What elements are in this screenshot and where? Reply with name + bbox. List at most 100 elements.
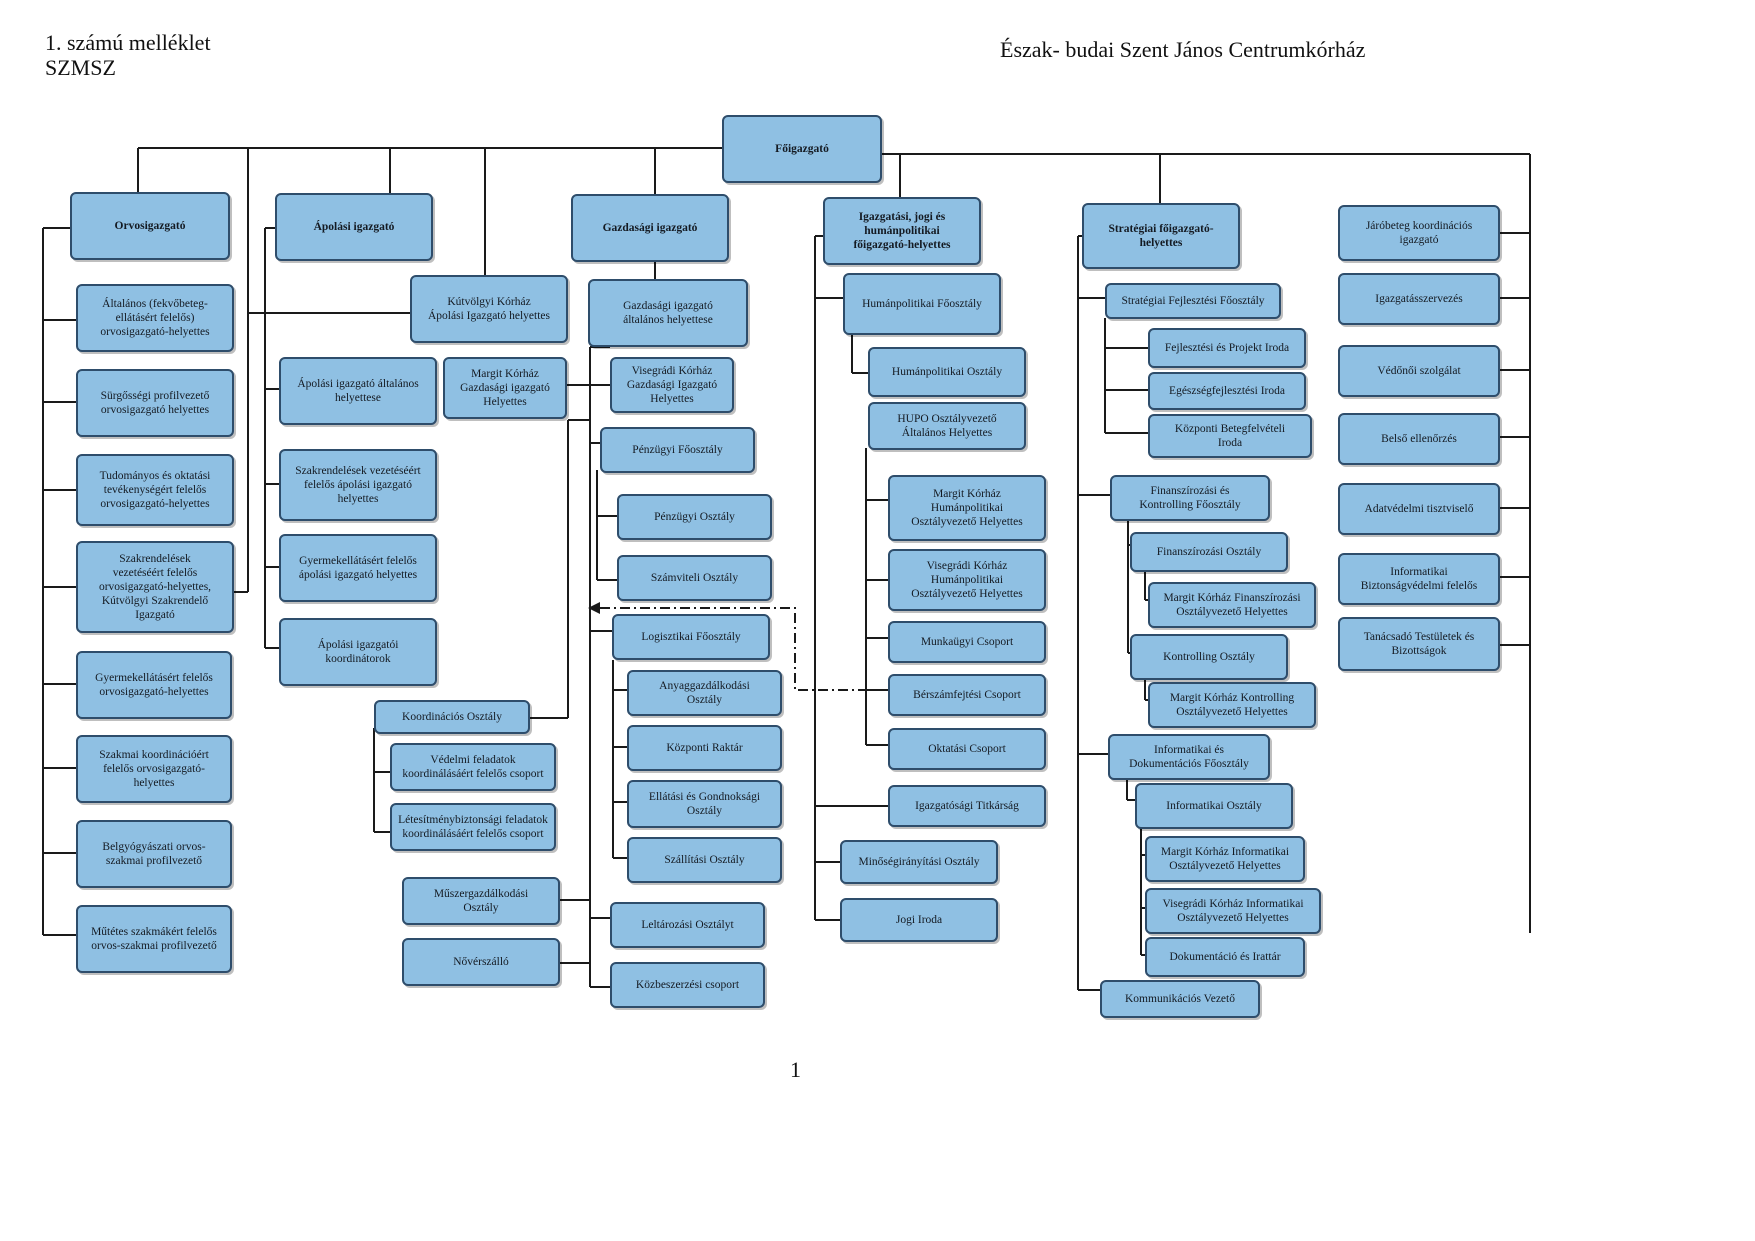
box-muszergazdalkodasi: Műszergazdálkodási Osztály <box>402 877 560 925</box>
box-letesitmenybiztonsagi: Létesítménybiztonsági feladatok koordiná… <box>390 803 556 851</box>
box-minosegiranyitasi: Minőségirányítási Osztály <box>840 840 998 884</box>
box-anyaggazdalkodasi: Anyaggazdálkodási Osztály <box>627 670 782 716</box>
box-col6-item-5-label: Informatikai Biztonságvédelmi felelős <box>1360 566 1478 592</box>
box-col6-item-1-label: Igazgatásszervezés <box>1375 293 1463 305</box>
box-col1-item-6-label: Belgyógyászati orvos- szakmai profilveze… <box>102 841 206 867</box>
box-margit-humanpolitikai-label: Margit Kórház Humánpolitikai Osztályveze… <box>911 488 1023 528</box>
box-gazdasagi-igazgato: Gazdasági igazgató <box>571 194 729 262</box>
box-muszergazdalkodasi-label: Műszergazdálkodási Osztály <box>433 888 529 914</box>
box-col6-item-6: Tanácsadó Testületek és Bizottságok <box>1338 617 1500 671</box>
box-koordinacios-osztaly: Koordinációs Osztály <box>374 700 530 734</box>
box-gazdasagi-igazgato-label: Gazdasági igazgató <box>602 222 698 234</box>
box-col2-item-0: Ápolási igazgató általános helyettese <box>279 357 437 425</box>
box-kozponti-raktar: Központi Raktár <box>627 725 782 771</box>
box-dokumentacio-irattar-label: Dokumentáció és Irattár <box>1169 951 1281 963</box>
box-orvosigazgato-label: Orvosigazgató <box>114 220 186 232</box>
box-col1-item-5-label: Szakmai koordinációért felelős orvosigaz… <box>99 749 209 789</box>
annex-label: 1. számú melléklet <box>45 30 211 55</box>
box-col1-item-5: Szakmai koordinációért felelős orvosigaz… <box>76 735 232 803</box>
box-strategiai-foigazgato-label: Stratégiai főigazgató- helyettes <box>1108 223 1214 249</box>
box-col6-item-4: Adatvédelmi tisztviselő <box>1338 483 1500 535</box>
box-noverszallo: Nővérszálló <box>402 938 560 986</box>
box-kontrolling-osztaly: Kontrolling Osztály <box>1130 634 1288 680</box>
box-hupo-helyettes: HUPO Osztályvezető Általános Helyettes <box>868 402 1026 450</box>
box-penzugyi-foosztaly-label: Pénzügyi Főosztály <box>632 444 723 456</box>
box-kontrolling-osztaly-label: Kontrolling Osztály <box>1163 651 1255 663</box>
box-noverszallo-label: Nővérszálló <box>453 956 509 968</box>
box-col6-item-3-label: Belső ellenőrzés <box>1381 433 1457 445</box>
box-fejlesztesi-projekt: Fejlesztési és Projekt Iroda <box>1148 328 1306 368</box>
box-col6-item-2-label: Védőnői szolgálat <box>1377 365 1461 377</box>
box-munkaugyi-csoport-label: Munkaügyi Csoport <box>920 636 1014 648</box>
box-col1-item-0: Általános (fekvőbeteg- ellátásért felelő… <box>76 284 234 352</box>
box-gazdasagi-altalanos: Gazdasági igazgató általános helyettese <box>588 279 748 347</box>
box-humanpolitikai-foosztaly-label: Humánpolitikai Főosztály <box>862 298 982 310</box>
box-kozponti-betegfelveteli: Központi Betegfelvételi Iroda <box>1148 414 1312 458</box>
box-kommunikacios-vezeto: Kommunikációs Vezető <box>1100 980 1260 1018</box>
box-strategiai-fejlesztesi-label: Stratégiai Fejlesztési Főosztály <box>1121 295 1265 307</box>
box-margit-gazdasagi-label: Margit Kórház Gazdasági igazgató Helyett… <box>460 368 550 408</box>
box-humanpolitikai-osztaly: Humánpolitikai Osztály <box>868 347 1026 397</box>
box-col2-item-1: Szakrendelések vezetéséért felelős ápolá… <box>279 449 437 521</box>
box-col1-item-1-label: Sürgősségi profilvezető orvosigazgató he… <box>100 390 210 416</box>
box-col1-item-4: Gyermekellátásért felelős orvosigazgató-… <box>76 651 232 719</box>
box-col1-item-2: Tudományos és oktatási tevékenységért fe… <box>76 454 234 526</box>
box-col1-item-7: Műtétes szakmákért felelős orvos-szakmai… <box>76 905 232 973</box>
box-hupo-helyettes-label: HUPO Osztályvezető Általános Helyettes <box>897 413 997 439</box>
box-apolasi-igazgato: Ápolási igazgató <box>275 193 433 261</box>
box-informatikai-osztaly: Informatikai Osztály <box>1135 783 1293 829</box>
box-kozponti-raktar-label: Központi Raktár <box>666 742 743 754</box>
box-humanpolitikai-osztaly-label: Humánpolitikai Osztály <box>891 366 1003 378</box>
box-foigazgato-label: Főigazgató <box>775 143 829 155</box>
box-finanszirozasi-fo-label: Finanszírozási és Kontrolling Főosztály <box>1139 485 1241 511</box>
box-igazgatasi-jogi: Igazgatási, jogi és humánpolitikai főiga… <box>823 197 981 265</box>
box-col2-item-1-label: Szakrendelések vezetéséért felelős ápolá… <box>295 465 421 505</box>
box-fejlesztesi-projekt-label: Fejlesztési és Projekt Iroda <box>1164 342 1290 354</box>
box-col1-item-7-label: Műtétes szakmákért felelős orvos-szakmai… <box>91 926 217 952</box>
box-margit-humanpolitikai: Margit Kórház Humánpolitikai Osztályveze… <box>888 475 1046 541</box>
box-jogi-iroda-label: Jogi Iroda <box>895 914 943 926</box>
box-ellatasi-gondnoksagi-label: Ellátási és Gondnoksági Osztály <box>648 791 761 817</box>
box-margit-finanszirozasi-label: Margit Kórház Finanszírozási Osztályveze… <box>1163 592 1301 618</box>
box-jogi-iroda: Jogi Iroda <box>840 898 998 942</box>
box-finanszirozasi-fo: Finanszírozási és Kontrolling Főosztály <box>1110 475 1270 521</box>
box-visegradi-humanpolitikai-label: Visegrádi Kórház Humánpolitikai Osztályv… <box>911 560 1023 600</box>
box-szallitasi-osztaly: Szállítási Osztály <box>627 837 782 883</box>
box-anyaggazdalkodasi-label: Anyaggazdálkodási Osztály <box>659 680 750 706</box>
box-szamviteli-osztaly: Számviteli Osztály <box>617 555 772 601</box>
box-vedelmi-feladatok: Védelmi feladatok koordinálásáért felelő… <box>390 743 556 791</box>
box-logisztikai-foosztaly-label: Logisztikai Főosztály <box>641 631 741 643</box>
box-informatikai-fo: Informatikai és Dokumentációs Főosztály <box>1108 734 1270 780</box>
box-col1-item-2-label: Tudományos és oktatási tevékenységért fe… <box>99 470 211 510</box>
box-margit-informatikai-label: Margit Kórház Informatikai Osztályvezető… <box>1160 846 1290 872</box>
box-col6-item-5: Informatikai Biztonságvédelmi felelős <box>1338 553 1500 605</box>
box-kozbeszerzesi: Közbeszerzési csoport <box>610 962 765 1008</box>
box-col1-item-1: Sürgősségi profilvezető orvosigazgató he… <box>76 369 234 437</box>
box-penzugyi-foosztaly: Pénzügyi Főosztály <box>600 427 755 473</box>
box-letesitmenybiztonsagi-label: Létesítménybiztonsági feladatok koordiná… <box>398 814 548 840</box>
box-col2-item-0-label: Ápolási igazgató általános helyettese <box>297 378 419 404</box>
box-col6-item-6-label: Tanácsadó Testületek és Bizottságok <box>1363 631 1475 657</box>
box-col2-item-2: Gyermekellátásért felelős ápolási igazga… <box>279 534 437 602</box>
page-number: 1 <box>790 1057 801 1082</box>
box-berszamfejtesi-csoport: Bérszámfejtési Csoport <box>888 674 1046 716</box>
box-finanszirozasi-osztaly: Finanszírozási Osztály <box>1130 532 1288 572</box>
box-col2-item-3: Ápolási igazgatói koordinátorok <box>279 618 437 686</box>
box-minosegiranyitasi-label: Minőségirányítási Osztály <box>858 856 980 868</box>
box-col6-item-0-label: Járóbeteg koordinációs igazgató <box>1365 220 1473 246</box>
box-berszamfejtesi-csoport-label: Bérszámfejtési Csoport <box>913 689 1021 701</box>
box-col1-item-3: Szakrendelések vezetéséért felelős orvos… <box>76 541 234 633</box>
box-penzugyi-osztaly: Pénzügyi Osztály <box>617 494 772 540</box>
box-koordinacios-osztaly-label: Koordinációs Osztály <box>402 711 502 723</box>
box-col6-item-1: Igazgatásszervezés <box>1338 273 1500 325</box>
box-szamviteli-osztaly-label: Számviteli Osztály <box>650 572 739 584</box>
box-gazdasagi-altalanos-label: Gazdasági igazgató általános helyettese <box>623 300 713 326</box>
box-dokumentacio-irattar: Dokumentáció és Irattár <box>1145 937 1305 977</box>
box-col1-item-6: Belgyógyászati orvos- szakmai profilveze… <box>76 820 232 888</box>
institution-name: Észak- budai Szent János Centrumkórház <box>1000 37 1366 62</box>
box-oktatasi-csoport-label: Oktatási Csoport <box>928 743 1006 755</box>
box-egeszsegfejlesztesi: Egészségfejlesztési Iroda <box>1148 372 1306 410</box>
box-margit-gazdasagi: Margit Kórház Gazdasági igazgató Helyett… <box>443 357 567 419</box>
box-kutvolgyi-apolasi: Kútvölgyi Kórház Ápolási Igazgató helyet… <box>410 275 568 343</box>
